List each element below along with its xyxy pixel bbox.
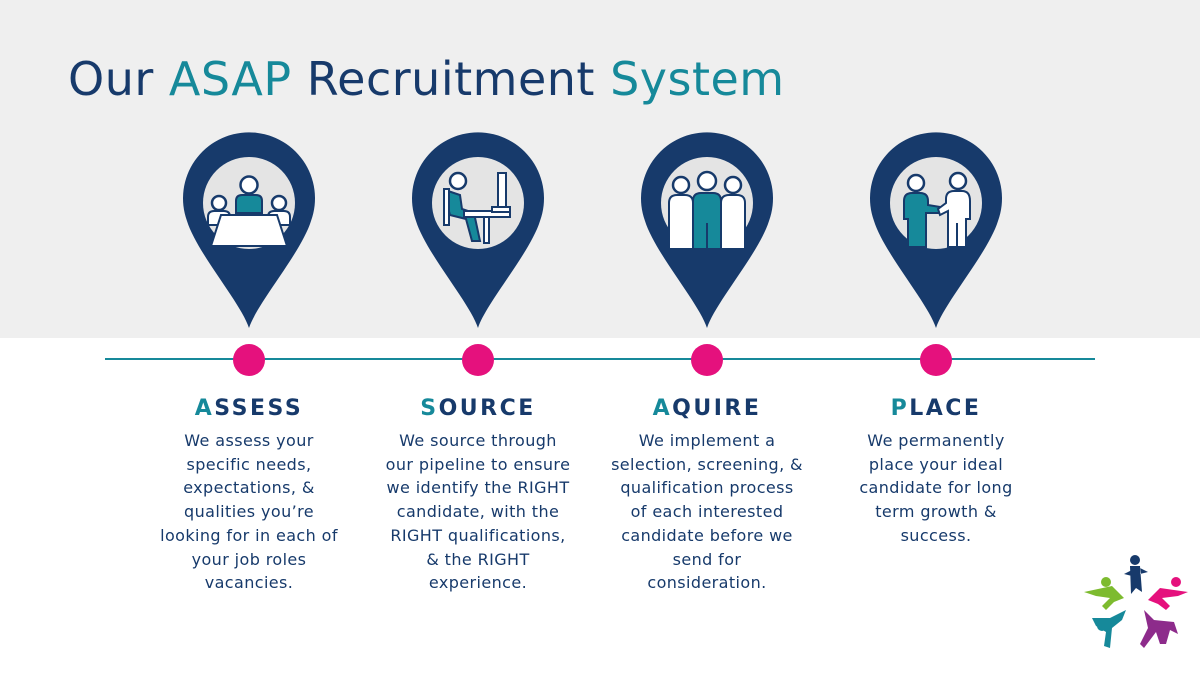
step-title: AQUIRE (592, 396, 822, 422)
timeline-dot (462, 344, 494, 376)
description-line: We assess your (184, 431, 314, 450)
step-title-initial: A (652, 396, 673, 421)
step-description: We implement a selection, screening, & q… (592, 429, 822, 595)
description-line: consideration. (647, 573, 767, 593)
description-line: experience. (428, 573, 528, 593)
timeline-dot (920, 344, 952, 376)
description-line: We implement a (638, 431, 776, 450)
pin-marker-source (412, 125, 544, 330)
step-assess: ASSESS We assess your specific needs, ex… (134, 396, 364, 595)
step-title: SOURCE (363, 396, 593, 422)
step-place: PLACE We permanently place your ideal ca… (821, 396, 1051, 548)
description-line: RIGHT qualifications, (390, 525, 566, 545)
step-title-initial: P (890, 396, 910, 421)
page-title: Our ASAP Recruitment System (68, 52, 785, 106)
step-description: We source through our pipeline to ensure… (363, 429, 593, 595)
meeting-table-icon (203, 157, 295, 249)
description-line: place your ideal (868, 454, 1004, 474)
computer-user-icon (432, 157, 524, 249)
people-star-logo (1082, 552, 1190, 654)
timeline-dot (233, 344, 265, 376)
description-line: we identify the RIGHT (386, 478, 570, 498)
title-word-system: System (610, 52, 785, 106)
timeline-dot (691, 344, 723, 376)
pin-marker-assess (183, 125, 315, 330)
step-title-rest: SSESS (214, 396, 304, 421)
description-line: vacancies. (204, 573, 294, 593)
description-line: We source through (399, 431, 557, 450)
title-word-asap: ASAP (168, 52, 292, 106)
description-line: candidate before we (621, 525, 793, 545)
step-title-initial: S (420, 396, 439, 421)
description-line: term growth & (875, 502, 997, 522)
step-description: We permanently place your ideal candidat… (821, 429, 1051, 548)
timeline-line (105, 358, 1095, 360)
description-line: expectations, & (183, 478, 315, 498)
step-title-rest: OURCE (438, 396, 536, 421)
description-line: specific needs, (186, 454, 312, 474)
title-word-our: Our (68, 52, 154, 106)
header-band (0, 0, 1200, 338)
description-line: qualities you’re (184, 502, 314, 522)
description-line: & the RIGHT (426, 549, 530, 569)
handshake-icon (890, 157, 982, 249)
description-line: success. (900, 525, 972, 545)
step-aquire: AQUIRE We implement a selection, screeni… (592, 396, 822, 595)
description-line: of each interested (630, 502, 784, 522)
step-source: SOURCE We source through our pipeline to… (363, 396, 593, 595)
description-line: our pipeline to ensure (385, 454, 571, 474)
description-line: send for (672, 549, 742, 569)
pin-marker-aquire (641, 125, 773, 330)
description-line: We permanently (867, 431, 1005, 450)
pin-marker-place (870, 125, 1002, 330)
title-word-recruitment: Recruitment (306, 52, 595, 106)
step-title-rest: LACE (909, 396, 982, 421)
step-title-initial: A (194, 396, 215, 421)
step-title: ASSESS (134, 396, 364, 422)
description-line: your job roles (191, 549, 307, 569)
description-line: candidate, with the (396, 502, 560, 522)
description-line: looking for in each of (160, 525, 338, 545)
description-line: selection, screening, & (611, 454, 803, 474)
step-description: We assess your specific needs, expectati… (134, 429, 364, 595)
step-title-rest: QUIRE (672, 396, 762, 421)
description-line: candidate for long (859, 478, 1013, 498)
description-line: qualification process (620, 478, 794, 498)
group-icon (661, 157, 753, 250)
step-title: PLACE (821, 396, 1051, 422)
